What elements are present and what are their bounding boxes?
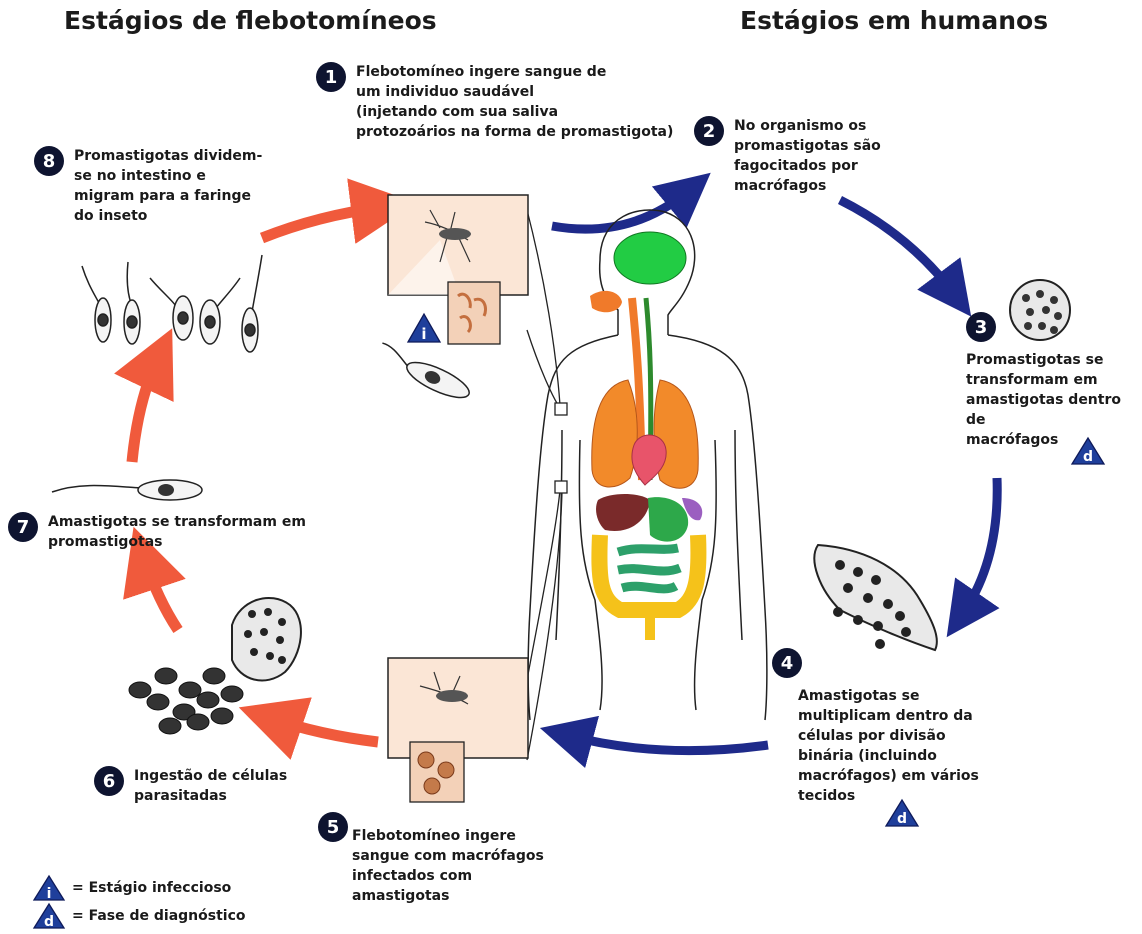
- arrow-6-to-7: [144, 558, 178, 630]
- step-3-number: 3: [966, 312, 996, 342]
- arrow-1-to-2: [552, 190, 690, 229]
- sandfly-bite-panel-top: [388, 195, 528, 344]
- legend-infective: i = Estágio infeccioso: [32, 874, 231, 902]
- step-8-number: 8: [34, 146, 64, 176]
- infective-stage-legend-icon: i: [32, 874, 66, 902]
- promastigote-7: [52, 480, 202, 500]
- arrow-2-to-3: [840, 200, 955, 295]
- legend-infective-label: = Estágio infeccioso: [72, 880, 231, 896]
- infective-stage-icon: i: [408, 314, 440, 343]
- dividing-promastigotes-8: [82, 255, 262, 352]
- arrow-7-to-8: [132, 358, 158, 462]
- ruptured-cell-4: [814, 545, 936, 650]
- step-3-text: Promastigotas se transformam em amastigo…: [966, 350, 1142, 450]
- step-6-number: 6: [94, 766, 124, 796]
- step-4: 4 Amastigotas se multiplicam dentro da c…: [772, 648, 979, 806]
- step-3: 3 Promastigotas se transformam em amasti…: [966, 312, 1142, 450]
- step-6-text: Ingestão de células parasitadas: [134, 766, 287, 806]
- arrow-3-to-4: [962, 478, 997, 615]
- infective-stage-icon-letter: i: [421, 325, 426, 343]
- legend-infective-letter: i: [47, 886, 52, 902]
- step-1-number: 1: [316, 62, 346, 92]
- arrow-8-to-1: [262, 207, 384, 238]
- legend-diagnostic-letter: d: [44, 914, 54, 930]
- arrow-4-to-5: [566, 735, 768, 751]
- legend-diagnostic-label: = Fase de diagnóstico: [72, 908, 246, 924]
- step-5-number: 5: [318, 812, 348, 842]
- step-1: 1 Flebotomíneo ingere sangue de um indiv…: [316, 62, 673, 142]
- sandfly-bite-panel-bottom: [388, 658, 528, 802]
- step-7-number: 7: [8, 512, 38, 542]
- step-2-number: 2: [694, 116, 724, 146]
- organs: [590, 232, 702, 640]
- step-2-text: No organismo os promastigotas são fagoci…: [734, 116, 881, 196]
- step-5-text: Flebotomíneo ingere sangue com macrófago…: [352, 826, 544, 906]
- legend-diagnostic: d = Fase de diagnóstico: [32, 902, 246, 930]
- diagnostic-stage-icon-3-letter: d: [1083, 449, 1093, 465]
- step-5: 5 Flebotomíneo ingere sangue com macrófa…: [318, 812, 544, 906]
- step-1-text: Flebotomíneo ingere sangue de um individ…: [356, 62, 673, 142]
- diagnostic-stage-legend-icon: d: [32, 902, 66, 930]
- promastigote-1: [374, 342, 474, 404]
- diagnostic-stage-icon-4-letter: d: [897, 811, 907, 827]
- step-7-text: Amastigotas se transformam em promastigo…: [48, 512, 306, 552]
- parasitized-cells-6: [129, 598, 301, 734]
- step-8: 8 Promastigotas dividem- se no intestino…: [34, 146, 262, 226]
- step-8-text: Promastigotas dividem- se no intestino e…: [74, 146, 262, 226]
- step-4-number: 4: [772, 648, 802, 678]
- step-2: 2 No organismo os promastigotas são fago…: [694, 116, 881, 196]
- step-7: 7 Amastigotas se transformam em promasti…: [8, 512, 306, 552]
- arrow-5-to-6: [270, 718, 378, 742]
- step-6: 6 Ingestão de células parasitadas: [94, 766, 287, 806]
- step-4-text: Amastigotas se multiplicam dentro da cél…: [798, 686, 979, 806]
